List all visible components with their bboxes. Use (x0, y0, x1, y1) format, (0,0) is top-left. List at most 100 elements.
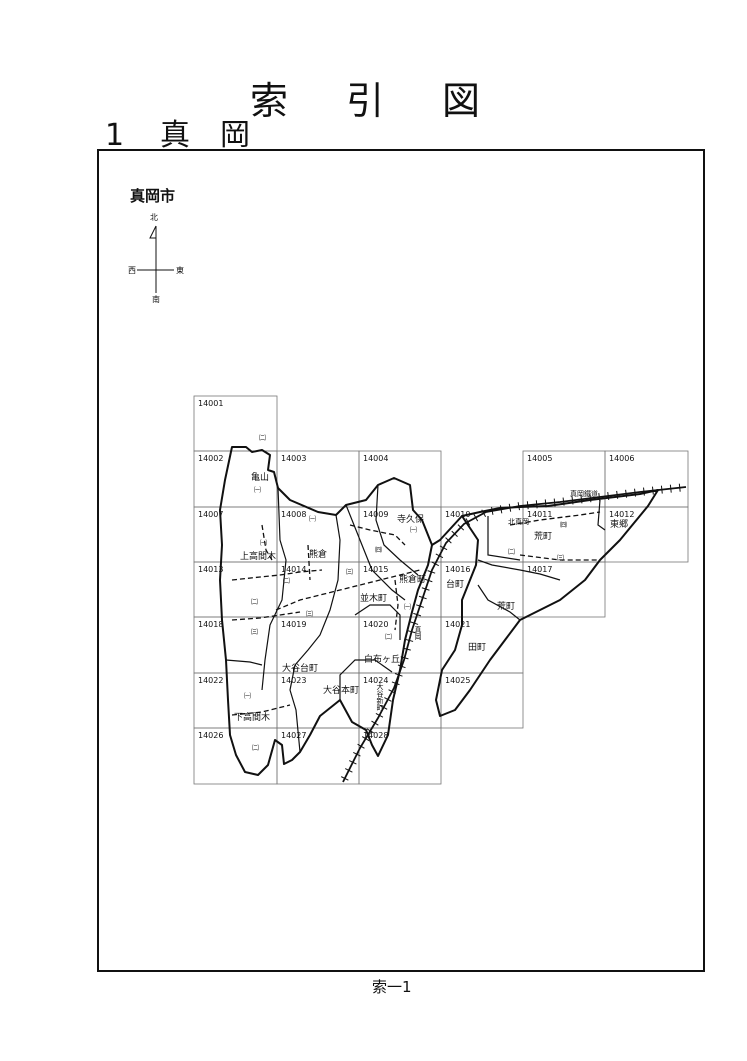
sheet-number: 14022 (198, 676, 223, 685)
sheet-number: 14019 (281, 620, 306, 629)
railway-tick (353, 752, 361, 757)
place-kumakura-2: ㈡ (283, 576, 290, 585)
sheet-cell (358, 727, 442, 785)
sheet-number: 14011 (527, 510, 552, 519)
place-aramachi-west: 荒町 (497, 601, 515, 612)
sheet-number: 14005 (527, 454, 552, 463)
railway-tick (427, 570, 436, 574)
place-daimachi: 台町 (446, 578, 464, 590)
railway-ticks (340, 483, 681, 781)
place-higashigo: 東郷 (610, 518, 628, 530)
railway-tick (424, 578, 433, 583)
railway-tick (669, 484, 672, 493)
sheet-number: 14004 (363, 454, 388, 463)
railway-tick (345, 768, 353, 773)
sheet-number: 14001 (198, 399, 223, 408)
district-boundaries (225, 484, 606, 753)
place-aramachi-2: ㈡ (508, 547, 515, 556)
railway-tick (366, 728, 374, 734)
sheet-number: 14002 (198, 454, 223, 463)
railway-tick (445, 537, 452, 544)
station-maoka: 真岡 (414, 625, 422, 641)
sheet-number: 14018 (198, 620, 223, 629)
railway-tick (357, 743, 365, 749)
place-kamitakamaki-1: ㈠ (260, 538, 267, 547)
railway-tick (562, 497, 565, 506)
railway-tick (678, 483, 681, 492)
compass-north: 北 (150, 213, 158, 222)
railway-tick (499, 505, 503, 514)
place-kamitakamaki: 上高間木 (240, 550, 276, 562)
sheet-number: 14015 (363, 565, 388, 574)
railway-tick (481, 509, 487, 518)
map-frame (97, 149, 705, 972)
railway-tick (361, 736, 370, 742)
railway-tick (407, 630, 416, 634)
sheet-number: 14026 (198, 731, 223, 740)
sheet-number: 14027 (281, 731, 306, 740)
place-shirafugaoka: 白布ヶ丘 (364, 653, 400, 665)
page-footer: 索一1 (372, 978, 412, 996)
railway-tick (508, 503, 512, 512)
place-ooyadaimachi: 大谷台町 (282, 662, 318, 674)
railway-tick (451, 530, 458, 537)
district-dashed-boundaries (231, 511, 601, 716)
place-namikimachi: 並木町 (360, 592, 387, 604)
railway-tick (465, 518, 471, 526)
sheet-number: 14020 (363, 620, 388, 629)
place-aramachi-4: ㈣ (560, 520, 567, 529)
railway-tick (431, 561, 439, 567)
railway-tick (607, 491, 610, 501)
railway-tick (410, 621, 419, 625)
railway-tick (643, 487, 645, 496)
place-shimotakamaki: 下高間木 (234, 711, 270, 723)
sheet-number: 14003 (281, 454, 306, 463)
page-title: 索引図 (250, 79, 539, 123)
place-namiki-1: ㈠ (404, 602, 411, 611)
sheet-number: 14024 (363, 676, 388, 685)
sheet-number: 14028 (363, 731, 388, 740)
city-label: 真岡市 (130, 187, 176, 205)
railway-tick (634, 488, 637, 497)
place-terakubo-1: ㈠ (410, 525, 417, 534)
compass-west: 西 (128, 266, 136, 275)
railway-tick (405, 638, 414, 642)
place-ooyashinmachi: 大谷新町 (376, 682, 384, 711)
railway-tick (388, 689, 396, 694)
compass-icon (137, 225, 174, 293)
place-kamitakamaki-3: ㈢ (251, 627, 258, 636)
sheet-number: 14021 (445, 620, 470, 629)
place-kameyama-1: ㈠ (254, 485, 261, 494)
railway-tick (517, 502, 521, 511)
section-name: 真岡 (160, 118, 280, 153)
railway-tick (379, 705, 388, 710)
place-kumakura: 熊倉 (309, 548, 327, 560)
railway-tick (349, 760, 357, 765)
railway-tick (473, 513, 479, 522)
place-shimotakamaki-2: ㈡ (252, 743, 259, 752)
place-kitamaoka: 北真岡 (508, 517, 529, 526)
sheet-number: 14006 (609, 454, 634, 463)
place-terakubo: 寺久保 (397, 513, 424, 525)
sheet-number: 14017 (527, 565, 552, 574)
railway-tick (402, 647, 411, 651)
railway-tick (625, 489, 628, 498)
sheet-cell (522, 561, 606, 618)
railway-tick (580, 495, 583, 504)
railway-tick (544, 499, 547, 508)
railway-tick (394, 672, 403, 677)
railway-tick (384, 697, 392, 702)
railway-tick (371, 720, 379, 726)
railway-tick (526, 501, 529, 510)
railway-tick (571, 496, 574, 505)
place-shimotakamaki-1: ㈠ (244, 691, 251, 700)
place-kumakura-3b: ㈢ (306, 609, 313, 618)
place-kamitakamaki-2: ㈡ (251, 597, 258, 606)
place-namiki-2: ㈡ (385, 632, 392, 641)
railway-tick (651, 486, 654, 495)
railway-tick (535, 500, 538, 509)
place-terakubo-4: ㈣ (375, 545, 382, 554)
